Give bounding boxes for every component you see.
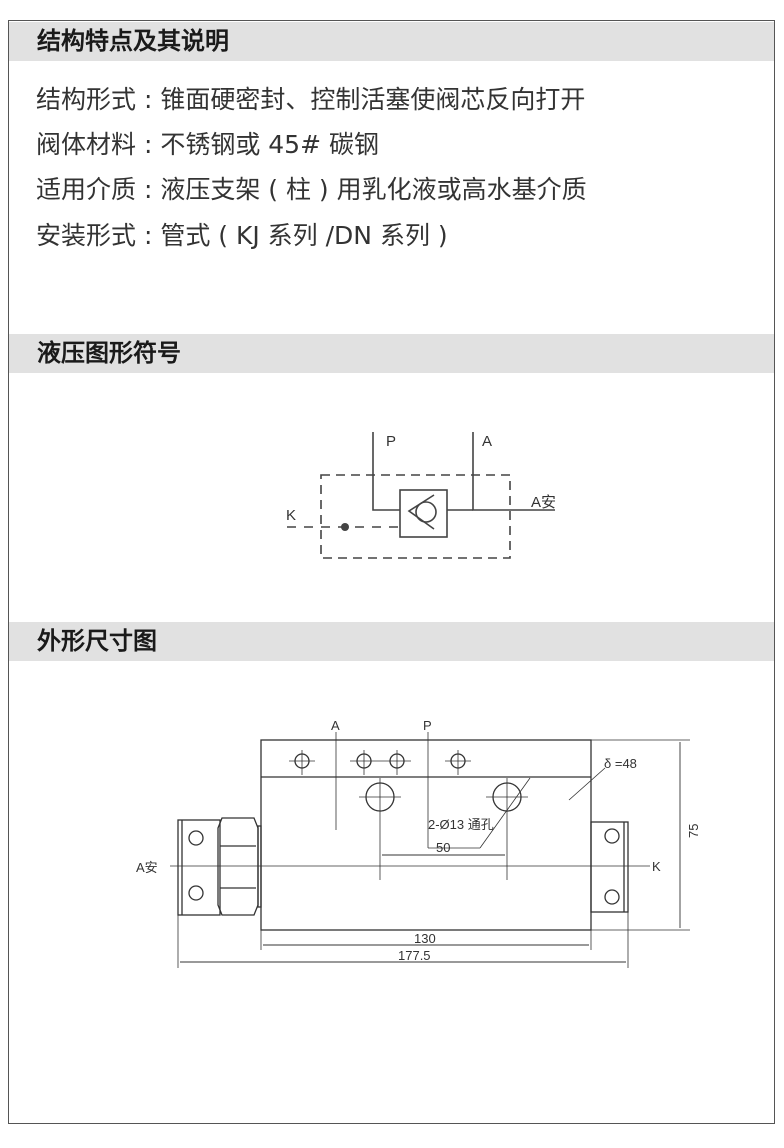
dim-177-5: 177.5 bbox=[398, 948, 431, 963]
holes-label: 2-Ø13 通孔 bbox=[428, 817, 494, 832]
structure-line: 结构形式 : 锥面硬密封、控制活塞使阀芯反向打开 bbox=[36, 85, 586, 114]
check-valve-box bbox=[399, 489, 448, 538]
label-a-safe: A安 bbox=[136, 860, 158, 875]
through-hole bbox=[365, 782, 395, 812]
check-ball bbox=[415, 501, 437, 523]
p-line bbox=[372, 432, 400, 511]
pilot-envelope bbox=[320, 474, 511, 559]
section-header-dimensions: 外形尺寸图 bbox=[9, 622, 774, 661]
material-line: 阀体材料 : 不锈钢或 45# 碳钢 bbox=[36, 130, 379, 159]
label-p: P bbox=[423, 718, 432, 733]
label-k: K bbox=[652, 859, 661, 874]
section-header-symbol: 液压图形符号 bbox=[9, 334, 774, 373]
right-flange bbox=[590, 821, 629, 913]
label-a: A bbox=[482, 433, 492, 450]
page-frame bbox=[8, 20, 775, 1124]
valve-body bbox=[260, 739, 592, 931]
medium-line: 适用介质 : 液压支架 ( 柱 ) 用乳化液或高水基介质 bbox=[36, 175, 587, 204]
label-k: K bbox=[286, 507, 296, 524]
pilot-dot bbox=[341, 523, 349, 531]
dim-75: 75 bbox=[686, 824, 701, 838]
mounting-line: 安装形式 : 管式 ( KJ 系列 /DN 系列 ) bbox=[36, 221, 448, 250]
check-seat bbox=[407, 494, 435, 530]
label-a-safe: A安 bbox=[531, 494, 556, 511]
dim-50: 50 bbox=[436, 840, 450, 855]
thickness-label: δ =48 bbox=[604, 756, 637, 771]
label-p: P bbox=[386, 433, 396, 450]
section-header-structure: 结构特点及其说明 bbox=[9, 22, 774, 61]
through-hole bbox=[492, 782, 522, 812]
left-fitting bbox=[177, 817, 262, 916]
label-a: A bbox=[331, 718, 340, 733]
dim-130: 130 bbox=[414, 931, 436, 946]
